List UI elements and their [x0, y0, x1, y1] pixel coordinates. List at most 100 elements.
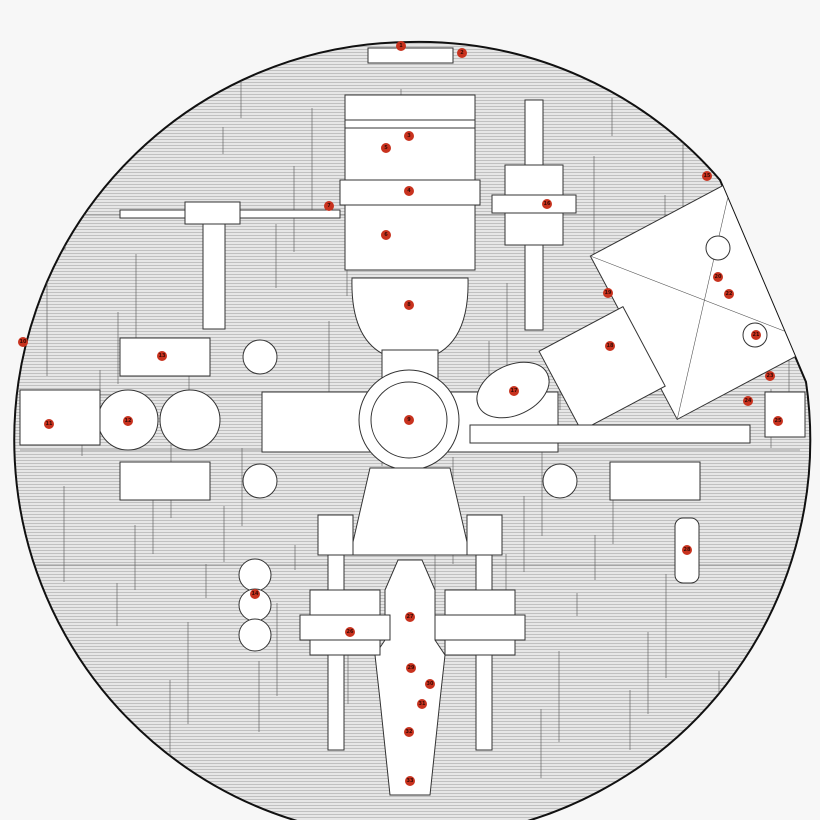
callout-marker-19: 19: [603, 288, 613, 298]
marker-label: 3: [407, 133, 411, 139]
marker-dot: [324, 201, 334, 211]
marker-label: 2: [460, 50, 464, 56]
marker-dot: [345, 627, 355, 637]
marker-label: 20: [715, 274, 722, 280]
callout-marker-24: 24: [743, 396, 753, 406]
marker-dot: [250, 589, 260, 599]
marker-dot: [44, 419, 54, 429]
marker-label: 4: [407, 188, 411, 194]
marker-label: 10: [20, 339, 27, 345]
callout-marker-12: 12: [123, 416, 133, 426]
marker-label: 6: [384, 232, 388, 238]
callout-marker-16: 16: [542, 199, 552, 209]
marker-label: 22: [726, 291, 733, 297]
callout-marker-27: 27: [405, 612, 415, 622]
callout-marker-6: 6: [381, 230, 391, 240]
callout-marker-13: 13: [157, 351, 167, 361]
callout-marker-15: 15: [702, 171, 712, 181]
marker-label: 1: [399, 43, 403, 49]
marker-dot: [457, 48, 467, 58]
top-antenna: [367, 47, 454, 64]
marker-dot: [605, 341, 615, 351]
marker-dot: [404, 415, 414, 425]
callout-marker-32: 32: [404, 727, 414, 737]
marker-dot: [765, 371, 775, 381]
marker-label: 14: [252, 591, 259, 597]
marker-dot: [773, 416, 783, 426]
marker-dot: [751, 330, 761, 340]
marker-label: 17: [511, 388, 518, 394]
marker-dot: [404, 727, 414, 737]
left-equipment-bay: [19, 389, 101, 446]
callout-marker-1: 1: [396, 41, 406, 51]
callout-marker-30: 30: [425, 679, 435, 689]
tank-13: [119, 337, 211, 377]
callout-marker-18: 18: [605, 341, 615, 351]
callout-marker-31: 31: [417, 699, 427, 709]
marker-label: 24: [745, 398, 752, 404]
marker-label: 29: [408, 665, 415, 671]
callout-marker-11: 11: [44, 419, 54, 429]
marker-dot: [396, 41, 406, 51]
marker-dot: [404, 131, 414, 141]
marker-dot: [404, 300, 414, 310]
callout-marker-25: 25: [773, 416, 783, 426]
marker-dot: [682, 545, 692, 555]
callout-marker-5: 5: [381, 143, 391, 153]
marker-label: 27: [407, 614, 414, 620]
callout-marker-2: 2: [457, 48, 467, 58]
marker-dot: [405, 612, 415, 622]
marker-label: 18: [607, 343, 614, 349]
marker-label: 28: [684, 547, 691, 553]
marker-label: 7: [327, 203, 331, 209]
marker-label: 30: [427, 681, 434, 687]
marker-label: 21: [753, 332, 760, 338]
callout-marker-22: 22: [724, 289, 734, 299]
marker-dot: [405, 776, 415, 786]
marker-label: 26: [347, 629, 354, 635]
marker-dot: [406, 663, 416, 673]
marker-label: 23: [767, 373, 774, 379]
marker-dot: [713, 272, 723, 282]
marker-label: 13: [159, 353, 166, 359]
marker-dot: [743, 396, 753, 406]
marker-dot: [702, 171, 712, 181]
marker-label: 31: [419, 701, 426, 707]
callout-marker-4: 4: [404, 186, 414, 196]
marker-dot: [509, 386, 519, 396]
callout-marker-20: 20: [713, 272, 723, 282]
marker-label: 8: [407, 302, 411, 308]
marker-dot: [542, 199, 552, 209]
marker-label: 9: [407, 417, 411, 423]
marker-dot: [425, 679, 435, 689]
marker-label: 25: [775, 418, 782, 424]
marker-label: 11: [46, 421, 53, 427]
marker-dot: [404, 186, 414, 196]
marker-label: 32: [406, 729, 413, 735]
marker-label: 33: [407, 778, 414, 784]
marker-dot: [417, 699, 427, 709]
callout-marker-28: 28: [682, 545, 692, 555]
marker-label: 16: [544, 201, 551, 207]
callout-marker-7: 7: [324, 201, 334, 211]
marker-dot: [123, 416, 133, 426]
marker-dot: [603, 288, 613, 298]
lower-cone: [349, 467, 471, 556]
marker-dot: [18, 337, 28, 347]
marker-label: 5: [384, 145, 388, 151]
marker-dot: [381, 230, 391, 240]
callout-marker-3: 3: [404, 131, 414, 141]
callout-marker-21: 21: [751, 330, 761, 340]
callout-marker-14: 14: [250, 589, 260, 599]
callout-marker-10: 10: [18, 337, 28, 347]
marker-label: 19: [605, 290, 612, 296]
marker-label: 15: [704, 173, 711, 179]
callout-marker-29: 29: [406, 663, 416, 673]
marker-dot: [381, 143, 391, 153]
callout-marker-17: 17: [509, 386, 519, 396]
callout-marker-9: 9: [404, 415, 414, 425]
marker-dot: [157, 351, 167, 361]
callout-marker-23: 23: [765, 371, 775, 381]
